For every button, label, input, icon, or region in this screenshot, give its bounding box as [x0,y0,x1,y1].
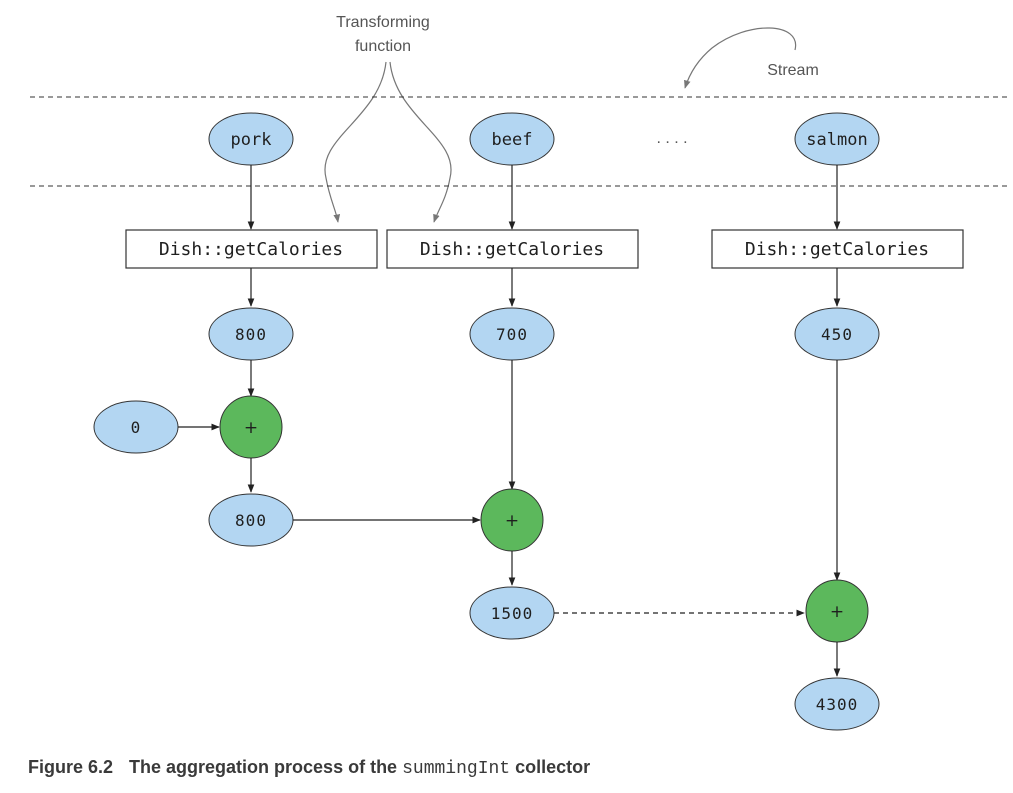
plus-operator-1-label: + [244,418,258,438]
stream-item-salmon-label: salmon [806,130,867,150]
stream-item-beef-label: beef [492,130,533,150]
partial-sum-node-2-label: 1500 [491,604,534,623]
stream-item-pork-label: pork [231,130,272,150]
value-node-pork-label: 800 [235,325,267,344]
stream-arrow [684,27,797,89]
transform-box-3-label: Dish::getCalories [745,239,929,260]
caption-code: summingInt [402,759,511,779]
caption-text-after: collector [515,757,591,777]
transform-box-3 [711,229,964,269]
caption-text-before: The aggregation process of the [129,757,398,777]
transforming-arrow-left [324,61,387,223]
value-node-salmon-label: 450 [821,325,853,344]
figure-number: Figure 6.2 [28,757,114,777]
transform-box-1 [125,229,378,269]
transforming-arrow-right [389,61,452,223]
stream-ellipsis: . . . . [656,130,687,147]
initial-value-label: 0 [131,418,142,437]
plus-operator-3-label: + [830,602,844,622]
transform-box-2-label: Dish::getCalories [420,239,604,260]
transform-box-2 [386,229,639,269]
transforming-function-label-line2: function [355,38,411,55]
value-node-beef-label: 700 [496,325,528,344]
figure-caption: Figure 6.2 The aggregation process of the… [28,757,590,779]
stream-label: Stream [767,62,819,79]
result-node [794,677,880,731]
transform-box-1-label: Dish::getCalories [159,239,343,260]
partial-sum-node-1-label: 800 [235,511,267,530]
result-node-label: 4300 [816,695,859,714]
transforming-function-label-line1: Transforming [336,14,430,31]
plus-operator-2-label: + [505,511,519,531]
